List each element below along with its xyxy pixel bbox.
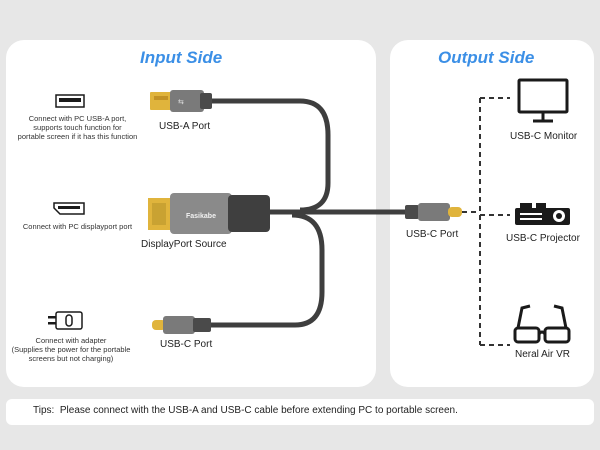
brand-label: Fasikabe: [186, 213, 216, 220]
tips-label: Tips:: [33, 405, 55, 416]
usb-c-output-connector: [405, 203, 462, 221]
usb-a-connector: ⇆: [150, 90, 212, 112]
vr-glasses-icon: [513, 304, 571, 344]
projector-icon: [515, 203, 570, 225]
usb-c-input-port-label: USB-C Port: [160, 339, 213, 350]
adapter-description: Connect with adapter (Supplies the power…: [11, 336, 131, 363]
usb-c-input-connector: [152, 316, 211, 334]
tips-bar: [6, 399, 594, 425]
usb-c-output-port-label: USB-C Port: [406, 229, 459, 240]
tips-message: Please connect with the USB-A and USB-C …: [59, 405, 458, 416]
monitor-icon: [517, 78, 569, 123]
cable-usb-c-input: [210, 212, 325, 328]
output-side-title: Output Side: [438, 48, 535, 67]
device-label-monitor: USB-C Monitor: [510, 131, 578, 142]
device-label-vr: Neral Air VR: [515, 349, 571, 360]
tips-text: Tips: Please connect with the USB-A and …: [33, 405, 458, 416]
displayport-description: Connect with PC displayport port: [22, 222, 133, 231]
usb-a-description: Connect with PC USB-A port, supports tou…: [17, 114, 138, 141]
device-label-projector: USB-C Projector: [506, 233, 580, 244]
displayport-connector: [148, 193, 270, 234]
displayport-source-label: DisplayPort Source: [141, 239, 227, 250]
usb-a-port-icon: [55, 94, 85, 108]
usb-a-port-label: USB-A Port: [159, 121, 211, 132]
input-side-title: Input Side: [140, 48, 223, 67]
power-adapter-icon: [48, 311, 83, 330]
displayport-icon: [53, 202, 85, 215]
svg-text:⇆: ⇆: [178, 98, 184, 106]
cable-usb-a: [212, 98, 331, 213]
output-dashed-lines: [462, 97, 510, 346]
